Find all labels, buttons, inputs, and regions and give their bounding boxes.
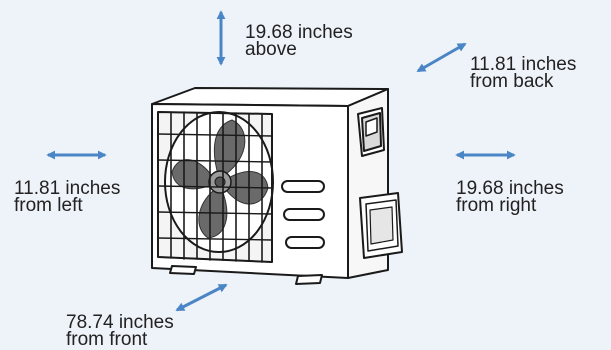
- arrow-back-icon: [416, 42, 467, 73]
- label-back-direction: from back: [470, 71, 554, 92]
- label-right: 19.68 inches from right: [456, 178, 564, 216]
- label-above-direction: above: [245, 39, 297, 60]
- label-left-value: 11.81 inches: [14, 178, 121, 199]
- label-front-direction: from front: [66, 329, 148, 350]
- outdoor-ac-unit-icon: [151, 87, 403, 285]
- label-left: 11.81 inches from left: [14, 178, 121, 216]
- label-front: 78.74 inches from front: [66, 312, 174, 350]
- arrow-front-icon: [175, 283, 228, 312]
- label-above: 19.68 inches above: [245, 22, 353, 60]
- label-above-value: 19.68 inches: [245, 22, 353, 43]
- label-front-value: 78.74 inches: [66, 312, 174, 333]
- label-back: 11.81 inches from back: [470, 54, 577, 92]
- label-right-direction: from right: [456, 195, 537, 216]
- label-left-direction: from left: [14, 195, 83, 216]
- label-back-value: 11.81 inches: [470, 54, 577, 75]
- label-right-value: 19.68 inches: [456, 178, 564, 199]
